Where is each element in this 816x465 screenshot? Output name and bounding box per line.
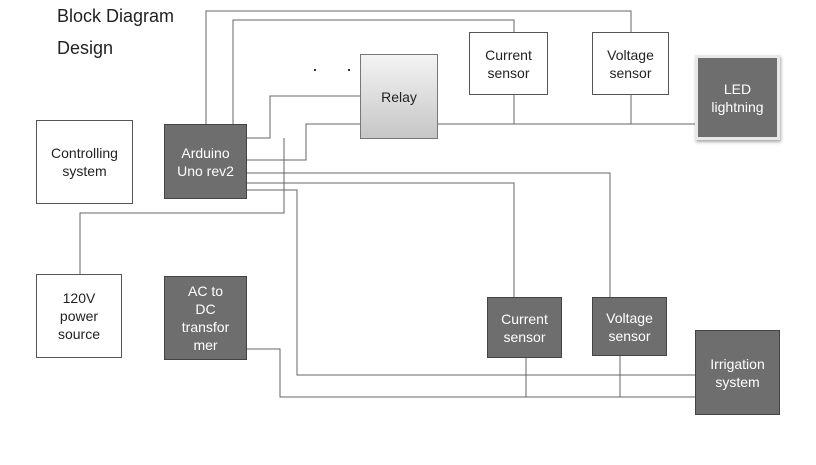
block-arduino-uno: Arduino Uno rev2 — [164, 124, 247, 199]
block-relay: Relay — [360, 54, 438, 139]
wire-arduino-to-irrigation — [247, 189, 695, 376]
block-120v-power-source: 120V power source — [36, 274, 122, 358]
diagram-title-line-2: Design — [57, 38, 114, 58]
block-controlling-system: Controlling system — [36, 120, 133, 204]
wire-control-to-power — [79, 138, 285, 274]
stray-dot — [348, 69, 350, 71]
wire-acdc-to-bus — [247, 348, 695, 398]
wire-arduino-to-current-top — [232, 19, 515, 124]
stray-dot — [314, 69, 316, 71]
block-current-sensor-bottom: Current sensor — [487, 297, 562, 358]
block-voltage-sensor-top: Voltage sensor — [592, 32, 669, 95]
block-current-sensor-top: Current sensor — [469, 32, 548, 95]
wire-relay-to-arduino-b — [247, 123, 360, 161]
wire-arduino-to-voltage-bottom — [247, 172, 611, 297]
block-irrigation-system: Irrigation system — [695, 330, 780, 415]
block-voltage-sensor-bottom: Voltage sensor — [592, 297, 667, 356]
diagram-title-line-1: Block Diagram — [57, 6, 175, 26]
wire-relay-to-arduino-a — [247, 95, 360, 139]
block-ac-dc-transformer: AC to DC transfor mer — [164, 276, 247, 360]
block-led-lightning: LED lightning — [695, 55, 780, 140]
wire-arduino-to-voltage-top — [205, 10, 632, 124]
wire-arduino-to-current-bottom — [247, 182, 515, 297]
